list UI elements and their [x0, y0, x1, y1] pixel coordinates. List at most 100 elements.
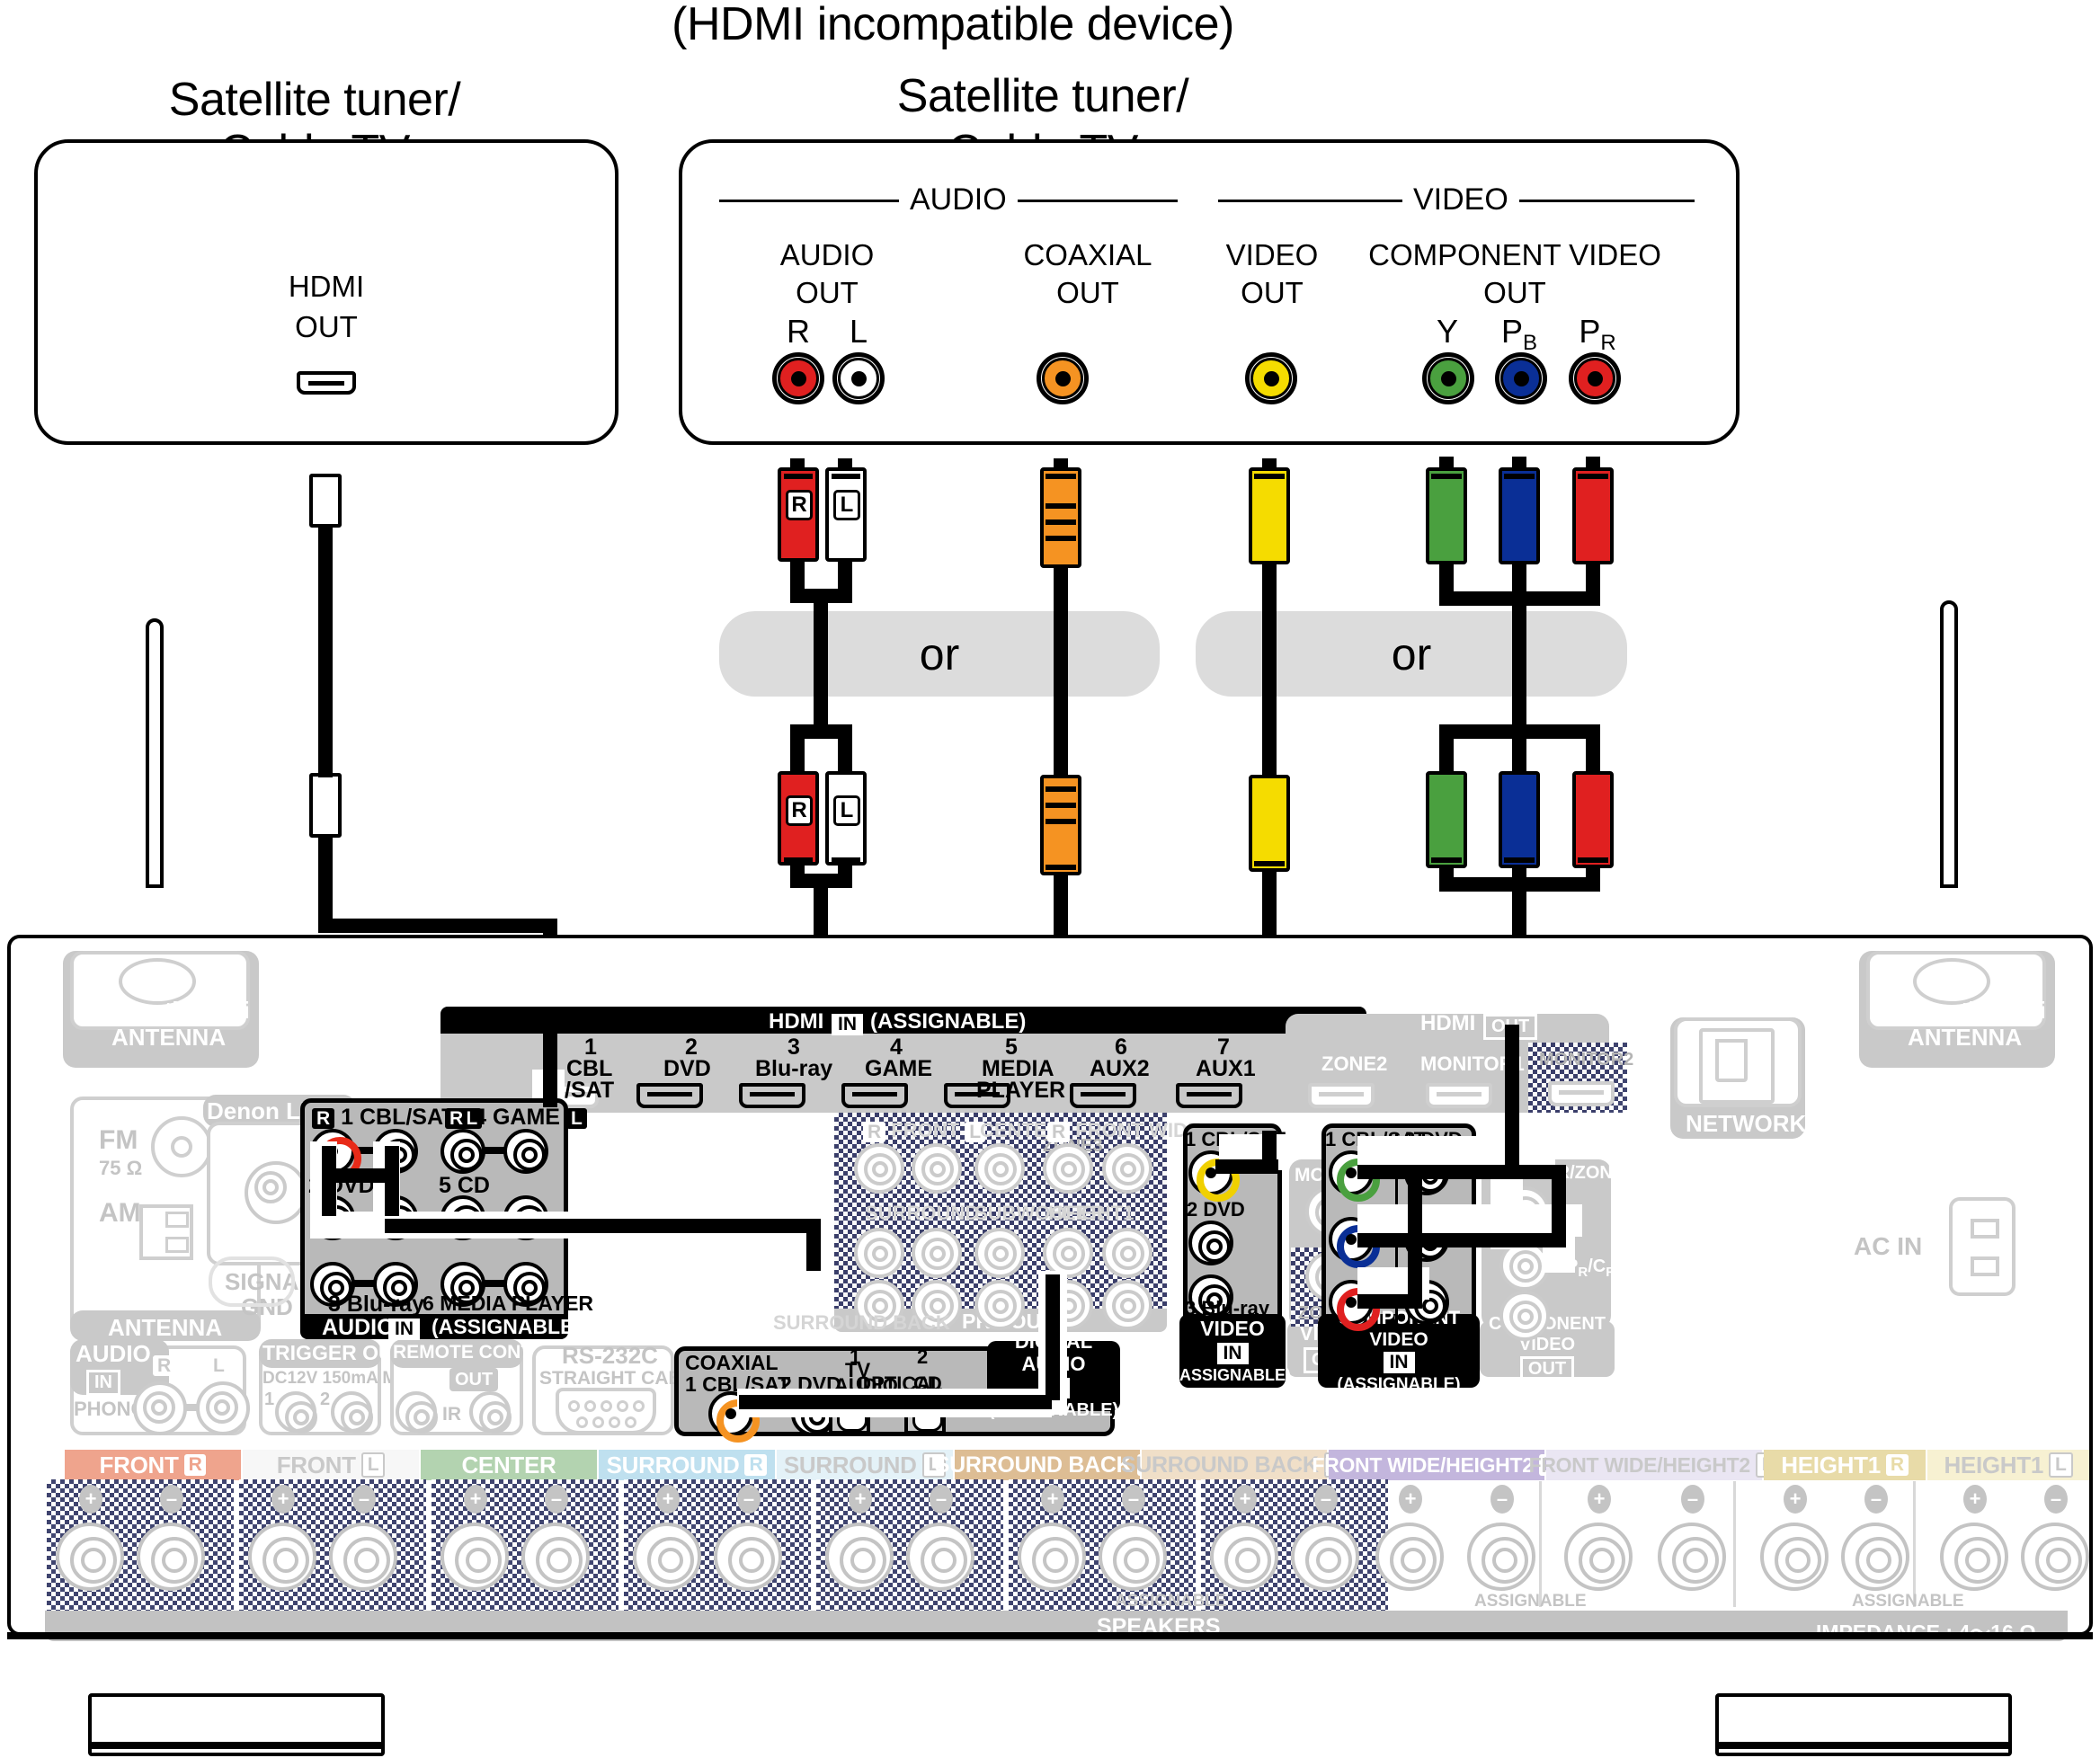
phono-jack-l[interactable]	[196, 1381, 250, 1435]
trigger-out-jack-1[interactable]	[275, 1391, 317, 1434]
pre-out-height1-l-jack[interactable]	[1102, 1228, 1152, 1278]
speaker-post[interactable]	[906, 1523, 974, 1591]
pre-out-surround-l-jack[interactable]	[912, 1228, 962, 1278]
speaker-band-center: CENTER	[421, 1450, 597, 1480]
audio-in-4-game-jack-r[interactable]	[440, 1129, 485, 1174]
pre-out-surround-back-l-jack[interactable]	[912, 1280, 962, 1330]
pre-out-front-r-jack[interactable]	[854, 1143, 904, 1194]
hdmi-in-2-num: 2	[685, 1034, 698, 1060]
pre-out-front-wide-label: R FRONT WIDE L	[1047, 1119, 1227, 1142]
fm-impedance-label: 75 Ω	[99, 1157, 143, 1179]
audio-in-4-game-jack-l[interactable]	[503, 1129, 548, 1174]
hdmi-in-2-port[interactable]	[636, 1083, 703, 1108]
component-out-jack-pb[interactable]	[1495, 352, 1547, 404]
hdmi-in-4-port[interactable]	[841, 1083, 908, 1108]
audio-in-6-mediaplayer-jack-r[interactable]	[440, 1262, 485, 1307]
remote-in-jack[interactable]	[396, 1391, 438, 1434]
speaker-post[interactable]	[248, 1523, 316, 1591]
component-out-pin-y-label: Y	[1436, 313, 1458, 350]
antenna-rod-left[interactable]	[146, 618, 164, 888]
speaker-post[interactable]	[1564, 1523, 1633, 1591]
speaker-post[interactable]	[440, 1523, 509, 1591]
pre-out-surround-r-jack[interactable]	[854, 1228, 904, 1278]
speaker-post[interactable]	[1210, 1523, 1278, 1591]
hdmi-out-monitor1-port[interactable]	[1426, 1083, 1492, 1108]
bt-antenna-right-label2: ANTENNA	[1908, 1024, 2023, 1051]
hdmi-in-6-port[interactable]	[1070, 1083, 1136, 1108]
pre-out-surround-back-r-jack[interactable]	[854, 1280, 904, 1330]
remote-out-jack[interactable]	[469, 1391, 512, 1434]
pre-out-front-l-jack[interactable]	[912, 1143, 962, 1194]
speaker-post[interactable]	[1940, 1523, 2008, 1591]
speaker-post[interactable]	[521, 1523, 590, 1591]
speaker-post[interactable]	[714, 1523, 782, 1591]
component-plug-top-pr	[1572, 467, 1614, 564]
component-plug-bottom-y	[1426, 771, 1467, 868]
phono-jack-r[interactable]	[133, 1381, 187, 1435]
speaker-post[interactable]	[137, 1523, 205, 1591]
audio-in-3-bluray-jack-r[interactable]	[310, 1262, 355, 1307]
pre-out-height1-r-jack[interactable]	[1043, 1228, 1093, 1278]
component-cable-upper-riser	[1505, 1025, 1519, 1179]
speaker-post[interactable]	[1018, 1523, 1086, 1591]
pre-out-front-wide-r-jack[interactable]	[1043, 1143, 1093, 1194]
coaxial-out-jack[interactable]	[1037, 352, 1089, 404]
hdmi-in-3-port[interactable]	[739, 1083, 805, 1108]
antenna-rod-right[interactable]	[1940, 600, 1958, 888]
speaker-plus: +	[849, 1485, 872, 1514]
audio-in-3-bluray-jack-l[interactable]	[373, 1262, 418, 1307]
video-out-jack[interactable]	[1245, 352, 1297, 404]
signal-gnd-terminal[interactable]	[209, 1256, 295, 1307]
hdmi-port-icon[interactable]	[297, 371, 356, 395]
component-out-jack-y[interactable]	[1422, 352, 1474, 404]
am-terminal[interactable]	[139, 1204, 193, 1260]
audio-in-6-mediaplayer-jack-l[interactable]	[503, 1262, 548, 1307]
component-out-jack-pr[interactable]	[1569, 352, 1621, 404]
speaker-post[interactable]	[56, 1523, 124, 1591]
speaker-post[interactable]	[1467, 1523, 1535, 1591]
video-in-3-bluray-jack[interactable]	[1188, 1274, 1233, 1319]
video-out-label-2: OUT	[1241, 276, 1304, 309]
speaker-plus: +	[464, 1485, 487, 1514]
speaker-post[interactable]	[329, 1523, 397, 1591]
impedance-label: IMPEDANCE : 4～16 Ω	[1816, 1615, 2036, 1646]
remote-out-badge: OUT	[455, 1370, 494, 1390]
video-in-2-dvd-jack[interactable]	[1188, 1221, 1233, 1265]
pre-out-center-jack[interactable]	[974, 1143, 1025, 1194]
audio-out-label-1: AUDIO	[779, 238, 875, 271]
pre-out-front-wide-l-jack[interactable]	[1102, 1143, 1152, 1194]
speaker-post[interactable]	[2021, 1523, 2089, 1591]
speaker-post[interactable]	[1658, 1523, 1726, 1591]
audio-out-jack-l[interactable]	[832, 352, 885, 404]
network-jack[interactable]	[1699, 1028, 1775, 1104]
speaker-post[interactable]	[1760, 1523, 1829, 1591]
speaker-post[interactable]	[1099, 1523, 1167, 1591]
pre-out-height2-l-jack[interactable]	[1102, 1280, 1152, 1330]
component-video-out-pr-jack[interactable]	[1499, 1291, 1550, 1341]
left-hdmi-out-label-1: HDMI	[288, 270, 365, 303]
pre-out-subwoofer1-jack[interactable]	[974, 1228, 1025, 1278]
audio-out-jack-r[interactable]	[772, 352, 824, 404]
speaker-post[interactable]	[1841, 1523, 1909, 1591]
ac-in-socket[interactable]	[1949, 1197, 2015, 1296]
hdmi-in-7-port[interactable]	[1176, 1083, 1242, 1108]
speaker-post[interactable]	[825, 1523, 894, 1591]
audio-cable-bridge	[322, 1168, 399, 1183]
hdmi-out-monitor2-port[interactable]	[1548, 1081, 1615, 1106]
speaker-post[interactable]	[633, 1523, 701, 1591]
video-plug-top	[1249, 467, 1290, 564]
audio-in-6-label: 6 MEDIA PLAYER	[423, 1292, 594, 1315]
hdmi-out-zone2-port[interactable]	[1308, 1083, 1375, 1108]
speaker-post[interactable]	[1291, 1523, 1359, 1591]
rs232c-connector[interactable]	[556, 1388, 656, 1434]
trigger-out-jack-2[interactable]	[331, 1391, 373, 1434]
foot-left-bar	[92, 1742, 381, 1749]
denon-link-jack[interactable]	[245, 1161, 307, 1224]
hdmi-in-5-port[interactable]	[944, 1083, 1010, 1108]
speaker-post[interactable]	[1375, 1523, 1444, 1591]
component-plug-bottom-pr	[1572, 771, 1614, 868]
pre-out-subwoofer2-jack[interactable]	[974, 1280, 1025, 1330]
audio-plug-top-r-label: R	[786, 490, 813, 520]
remote-control-title: REMOTE CONTROL	[393, 1342, 573, 1363]
